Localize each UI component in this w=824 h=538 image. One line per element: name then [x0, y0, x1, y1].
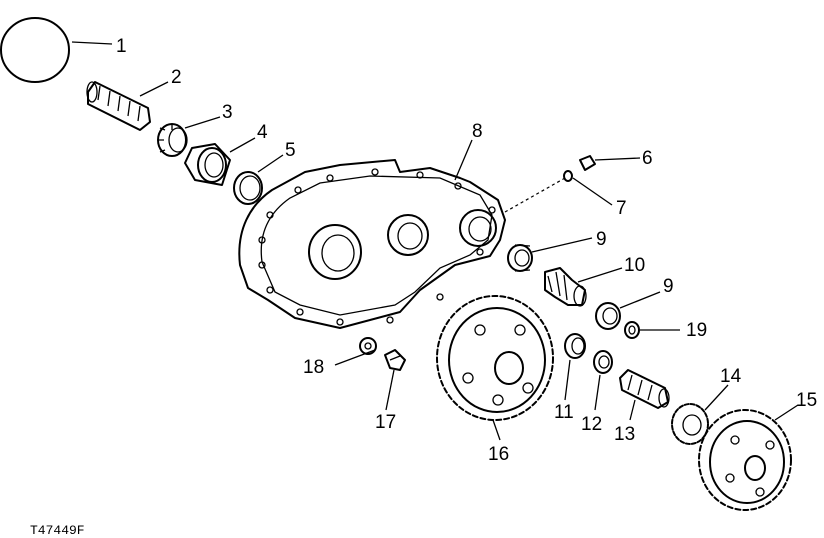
assembly-line — [504, 177, 566, 213]
callout-12: 12 — [581, 414, 602, 435]
callout-19: 19 — [686, 320, 707, 341]
bearing-lower-part — [595, 302, 621, 330]
snap-ring-part — [233, 171, 263, 205]
callout-7: 7 — [616, 198, 627, 219]
plug-part — [579, 155, 596, 171]
callout-17: 17 — [375, 412, 396, 433]
washer-small-part — [624, 321, 640, 339]
callout-9-lower: 9 — [663, 276, 674, 297]
gear-case-part — [238, 159, 506, 329]
shaft-part — [86, 81, 151, 131]
bearing-cone-lower-part — [564, 333, 586, 359]
drive-gear-part — [698, 409, 792, 511]
large-gear-part — [436, 295, 554, 421]
washer-part — [359, 337, 377, 355]
leader-lines — [71, 41, 799, 441]
callout-4: 4 — [257, 122, 268, 143]
callout-9-upper: 9 — [596, 229, 607, 250]
splined-shaft-part — [619, 369, 670, 409]
callout-6: 6 — [642, 148, 653, 169]
bearing-cup-part — [184, 143, 231, 186]
callout-13: 13 — [614, 424, 635, 445]
o-ring-part — [0, 17, 70, 83]
callout-18: 18 — [303, 357, 324, 378]
cap-screw-part — [384, 349, 406, 371]
callout-3: 3 — [222, 102, 233, 123]
callout-16: 16 — [488, 444, 509, 465]
callout-8: 8 — [472, 121, 483, 142]
small-o-ring-part — [563, 170, 573, 182]
small-pinion-part — [671, 403, 709, 445]
callout-5: 5 — [285, 140, 296, 161]
pinion-gear-part — [544, 267, 587, 307]
callout-1: 1 — [116, 36, 127, 57]
bearing-upper-part — [507, 244, 533, 272]
callout-11: 11 — [554, 402, 574, 423]
figure-code: T47449F — [30, 523, 85, 538]
callout-10: 10 — [624, 255, 645, 276]
bearing-cone-part — [157, 123, 188, 157]
callout-14: 14 — [720, 366, 742, 387]
callout-15: 15 — [796, 390, 817, 411]
callout-2: 2 — [171, 67, 182, 88]
bearing-cup-lower-part — [593, 350, 613, 374]
